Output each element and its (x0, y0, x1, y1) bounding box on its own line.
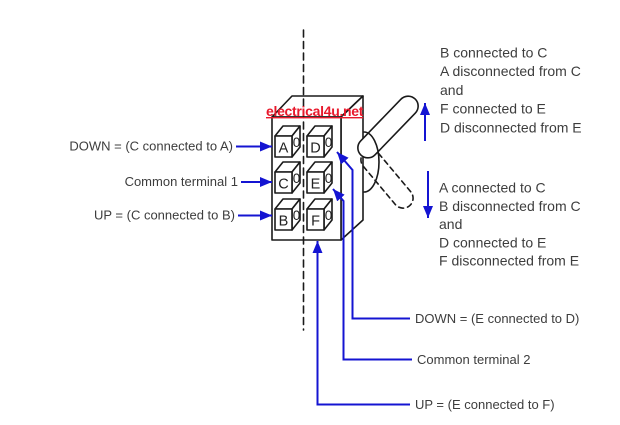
state-line: A connected to C (439, 180, 546, 196)
terminal-letter: E (311, 177, 321, 193)
toggle-lever-up (357, 95, 419, 159)
terminal-hole: 0 (293, 208, 301, 223)
terminal-lug-d: D 0 (306, 125, 333, 158)
state-line: F connected to E (440, 101, 546, 117)
state-line: and (439, 216, 462, 232)
state-line: A disconnected from C (440, 63, 581, 79)
terminal-hole: 0 (293, 171, 301, 186)
label-common-terminal-2: Common terminal 2 (417, 352, 530, 367)
connector-to-terminal-e (332, 188, 412, 361)
terminal-lug-c: C 0 (274, 161, 301, 194)
annotation-lines (236, 103, 433, 406)
label-common-terminal-1: Common terminal 1 (125, 174, 238, 189)
terminal-hole: 0 (325, 171, 333, 186)
state-line: F disconnected from E (439, 253, 579, 269)
terminal-letter: A (279, 141, 289, 157)
terminal-hole: 0 (325, 208, 333, 223)
terminal-letter: D (310, 141, 320, 157)
terminal-lug-b: B 0 (274, 198, 301, 231)
label-up-e-to-f: UP = (E connected to F) (415, 397, 555, 412)
connector-to-terminal-f (312, 241, 410, 406)
watermark: electrical4u.net (266, 103, 364, 119)
connector-to-terminal-d (336, 151, 410, 320)
state-line: B connected to C (440, 45, 547, 61)
down-state-description: A connected to C B disconnected from C a… (439, 180, 581, 269)
label-down-e-to-d: DOWN = (E connected to D) (415, 311, 579, 326)
state-line: B disconnected from C (439, 198, 581, 214)
terminal-hole: 0 (293, 135, 301, 150)
terminal-letter: F (311, 214, 320, 230)
terminal-lug-a: A 0 (274, 125, 301, 158)
label-up-c-to-b: UP = (C connected to B) (94, 208, 235, 223)
terminal-lug-f: F 0 (306, 198, 333, 231)
state-line: D disconnected from E (440, 119, 582, 135)
terminal-letter: B (279, 214, 289, 230)
terminal-lug-e: E 0 (306, 161, 333, 194)
state-line: and (440, 82, 463, 98)
terminal-letter: C (278, 177, 288, 193)
terminal-hole: 0 (325, 135, 333, 150)
state-line: D connected to E (439, 234, 546, 250)
pivot-bushing (363, 131, 380, 193)
label-down-c-to-a: DOWN = (C connected to A) (69, 139, 233, 154)
up-state-description: B connected to C A disconnected from C a… (440, 45, 582, 136)
